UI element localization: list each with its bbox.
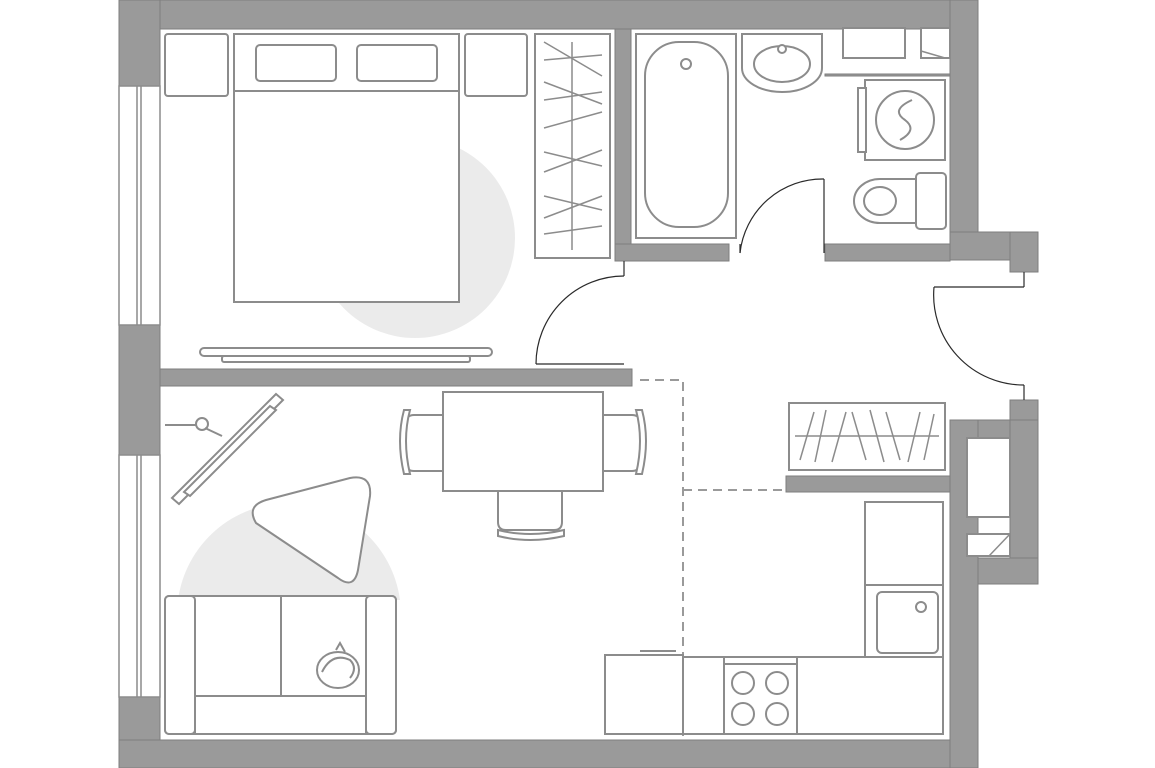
burner bbox=[765, 671, 789, 695]
kitchen-sink bbox=[864, 584, 944, 661]
nightstand-left bbox=[164, 33, 229, 97]
stove bbox=[723, 656, 798, 735]
wardrobe-bedroom bbox=[534, 33, 611, 259]
bath-wall-left bbox=[614, 243, 730, 262]
zone-divider bbox=[640, 379, 786, 740]
coffee-table bbox=[251, 476, 372, 584]
double-bed bbox=[233, 33, 460, 303]
bedroom bbox=[164, 33, 611, 363]
outer-wall-right-top bbox=[949, 0, 979, 261]
washing-machine bbox=[857, 79, 946, 161]
outer-wall-left-mid bbox=[118, 324, 161, 456]
dining-table bbox=[442, 391, 604, 492]
living-window bbox=[118, 454, 161, 698]
dining-chair-right bbox=[602, 409, 647, 475]
bath-wall-right bbox=[824, 243, 951, 262]
tv-on-stand bbox=[165, 392, 285, 506]
nightstand-right bbox=[464, 33, 528, 97]
bedroom-bath-partition bbox=[614, 28, 632, 262]
hallway bbox=[788, 402, 1011, 557]
entrance-door bbox=[933, 272, 1025, 400]
bath-cabinet bbox=[920, 27, 951, 59]
kitchen bbox=[604, 501, 944, 735]
bedroom-living-partition bbox=[159, 368, 633, 387]
pillow-right bbox=[356, 44, 438, 82]
washbasin bbox=[741, 33, 823, 93]
bench bbox=[199, 347, 493, 363]
outer-wall-right-niche bbox=[1009, 419, 1039, 585]
dining-chair-left bbox=[399, 409, 444, 475]
kitchen-hall-partition bbox=[785, 475, 951, 493]
fridge bbox=[864, 501, 944, 586]
cat-icon bbox=[316, 640, 360, 689]
bedroom-door bbox=[535, 261, 625, 365]
burner bbox=[765, 702, 789, 726]
pillow-left bbox=[255, 44, 337, 82]
windows bbox=[118, 85, 161, 698]
outer-wall-bottom bbox=[118, 739, 979, 768]
hall-wardrobe bbox=[788, 402, 946, 471]
doors bbox=[535, 178, 1025, 400]
kitchen-cabinet bbox=[682, 656, 725, 735]
bedroom-window bbox=[118, 85, 161, 326]
burner bbox=[731, 671, 755, 695]
dining-chair-bottom bbox=[497, 490, 565, 541]
burner bbox=[731, 702, 755, 726]
kitchen-cabinet-end bbox=[604, 650, 684, 735]
kitchen-counter bbox=[796, 656, 944, 735]
hall-niche-cabinet bbox=[966, 437, 1011, 518]
bathtub bbox=[635, 33, 737, 239]
bath-utility-ledge bbox=[824, 73, 951, 77]
hall-niche-box bbox=[966, 533, 1011, 557]
walls bbox=[118, 0, 1039, 768]
bath-shelf bbox=[842, 27, 906, 59]
outer-wall-top bbox=[118, 0, 979, 30]
outer-wall-left-top bbox=[118, 0, 161, 87]
sofa bbox=[164, 595, 397, 735]
bathroom-door bbox=[739, 178, 825, 254]
living-room bbox=[164, 391, 647, 735]
bathroom bbox=[635, 27, 951, 239]
toilet bbox=[853, 172, 947, 230]
entrance-jamb-top bbox=[1009, 231, 1039, 273]
